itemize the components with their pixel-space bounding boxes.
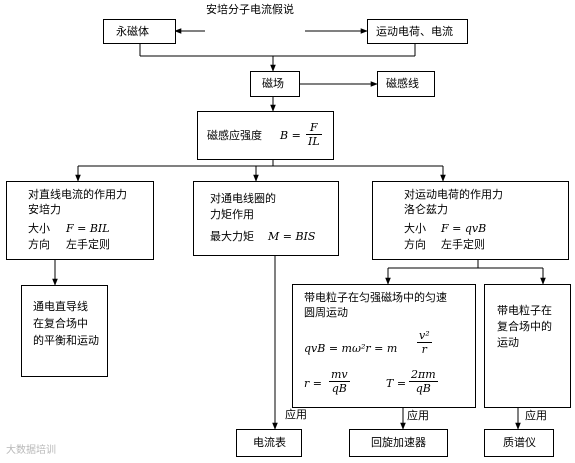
node-ammeter: 电流表	[236, 429, 302, 457]
watermark: 大数据培训	[6, 445, 56, 456]
compound-field-line1: 带电粒子在	[497, 304, 552, 317]
compound-field-line3: 运动	[497, 336, 519, 349]
uniform-circular-eq1-fraction: v² r	[417, 329, 432, 356]
eq1-denominator: r	[421, 343, 427, 356]
node-compound-field-motion: 带电粒子在 复合场中的 运动	[484, 284, 571, 408]
coil-max-formula: M = BIS	[268, 230, 316, 243]
induction-label: 磁感应强度	[207, 129, 262, 142]
node-mass-spectrometer: 质谱仪	[484, 429, 554, 457]
node-magnetic-field: 磁场	[250, 71, 300, 97]
straight-wire-title: 对直线电流的作用力	[28, 188, 127, 201]
moving-charge-dir-rule: 左手定则	[441, 238, 485, 251]
straight-wire-subtitle: 安培力	[28, 203, 61, 216]
uniform-circular-line2: 圆周运动	[304, 306, 348, 319]
moving-charge-title: 对运动电荷的作用力	[404, 188, 503, 201]
node-straight-wire-force: 对直线电流的作用力 安培力 大小 F = BIL 方向 左手定则	[6, 181, 154, 260]
uniform-circular-eq2-fraction: mv qB	[329, 368, 350, 395]
node-magnetic-field-label: 磁场	[262, 77, 284, 90]
diagram-title: 安培分子电流假说	[206, 3, 294, 16]
straight-wire-size-label: 大小	[28, 222, 50, 235]
eq1-numerator: v²	[417, 329, 432, 343]
uniform-circular-eq1: qvB = mω²r = m	[304, 342, 398, 355]
coil-title: 对通电线圈的	[210, 192, 276, 205]
straight-wire-dir-rule: 左手定则	[66, 238, 110, 251]
wire-balance-line1: 通电直导线	[33, 300, 88, 313]
straight-wire-size-formula: F = BIL	[66, 222, 110, 235]
wire-balance-line2: 在复合场中	[33, 317, 88, 330]
edge-label-apply-spectrometer: 应用	[525, 409, 547, 422]
coil-max-label: 最大力矩	[210, 230, 254, 243]
node-cyclotron: 回旋加速器	[349, 429, 448, 457]
node-moving-charge-force: 对运动电荷的作用力 洛仑兹力 大小 F = qvB 方向 左手定则	[372, 181, 569, 260]
node-field-lines-label: 磁感线	[386, 77, 419, 90]
induction-lhs: B =	[280, 129, 301, 142]
ammeter-label: 电流表	[253, 436, 286, 449]
node-induction: 磁感应强度 B = F IL	[197, 111, 334, 160]
uniform-circular-eq3-lhs: T =	[386, 377, 407, 390]
induction-numerator: F	[306, 121, 322, 135]
node-permanent-magnet: 永磁体	[103, 19, 176, 44]
coil-subtitle: 力矩作用	[210, 208, 254, 221]
node-field-lines: 磁感线	[377, 71, 435, 97]
induction-denominator: IL	[308, 135, 320, 148]
node-permanent-magnet-label: 永磁体	[116, 25, 149, 38]
induction-fraction: F IL	[306, 121, 322, 148]
moving-charge-size-label: 大小	[404, 222, 426, 235]
node-uniform-circular-motion: 带电粒子在匀强磁场中的匀速 圆周运动 qvB = mω²r = m v² r r…	[292, 284, 476, 408]
mass-spectrometer-label: 质谱仪	[503, 436, 536, 449]
wire-balance-line3: 的平衡和运动	[33, 334, 99, 347]
uniform-circular-eq2-lhs: r =	[304, 377, 322, 390]
cyclotron-label: 回旋加速器	[371, 436, 426, 449]
eq3-numerator: 2πm	[409, 368, 438, 382]
node-coil-torque: 对通电线圈的 力矩作用 最大力矩 M = BIS	[193, 181, 339, 256]
moving-charge-subtitle: 洛仑兹力	[404, 203, 448, 216]
eq3-denominator: qB	[415, 382, 431, 395]
straight-wire-dir-label: 方向	[28, 238, 50, 251]
node-moving-charge-current-label: 运动电荷、电流	[376, 25, 453, 38]
uniform-circular-line1: 带电粒子在匀强磁场中的匀速	[304, 291, 447, 304]
edge-label-apply-ammeter: 应用	[285, 408, 307, 421]
moving-charge-dir-label: 方向	[404, 238, 426, 251]
moving-charge-size-formula: F = qvB	[441, 222, 487, 235]
eq2-numerator: mv	[329, 368, 350, 382]
node-wire-balance: 通电直导线 在复合场中 的平衡和运动	[21, 285, 108, 377]
node-moving-charge-current: 运动电荷、电流	[367, 19, 468, 44]
uniform-circular-eq3-fraction: 2πm qB	[409, 368, 438, 395]
compound-field-line2: 复合场中的	[497, 320, 552, 333]
edge-label-apply-cyclotron: 应用	[407, 409, 429, 422]
eq2-denominator: qB	[331, 382, 347, 395]
